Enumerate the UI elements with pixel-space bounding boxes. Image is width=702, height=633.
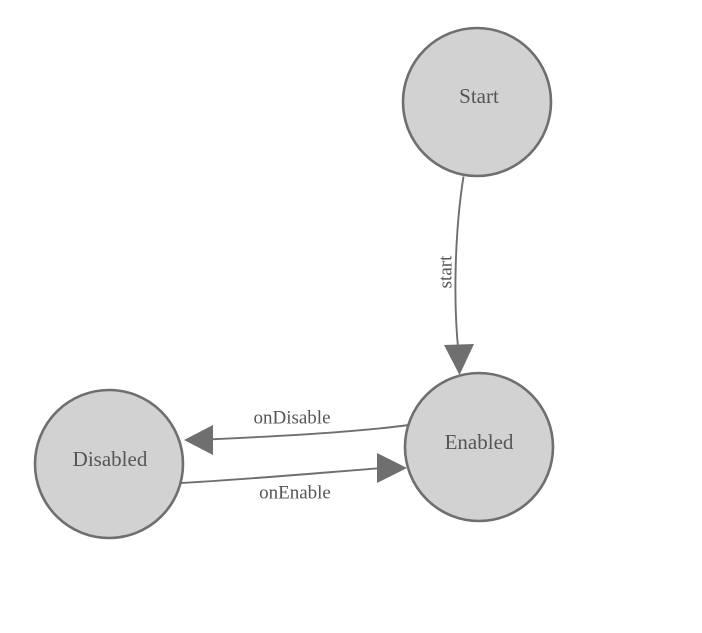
state-node-enabled-label: Enabled	[445, 430, 514, 454]
edge-label-ondisable: onDisable	[253, 407, 330, 428]
edge-enabled-to-disabled[interactable]: onDisable	[184, 407, 409, 455]
edge-start-to-enabled-path	[454, 176, 465, 353]
state-node-start[interactable]: Start	[401, 26, 553, 178]
state-node-enabled-circle	[403, 371, 555, 523]
state-node-start-label: Start	[459, 84, 499, 108]
state-node-disabled[interactable]: Disabled	[33, 388, 185, 540]
edge-start-to-enabled-arrowhead-icon	[444, 344, 474, 375]
edge-label-onenable: onEnable	[259, 482, 331, 503]
edge-label-start: start	[435, 255, 456, 288]
edge-start-to-enabled[interactable]: start	[435, 176, 474, 376]
state-node-start-circle	[401, 26, 553, 178]
state-node-disabled-circle	[33, 388, 185, 540]
edge-enabled-to-disabled-path	[206, 424, 409, 441]
edge-disabled-to-enabled[interactable]: onEnable	[179, 453, 407, 503]
edge-enabled-to-disabled-arrowhead-icon	[184, 425, 213, 455]
state-node-disabled-label: Disabled	[73, 447, 148, 471]
edge-disabled-to-enabled-path	[179, 467, 384, 484]
edge-disabled-to-enabled-arrowhead-icon	[377, 453, 407, 483]
state-node-enabled[interactable]: Enabled	[403, 371, 555, 523]
